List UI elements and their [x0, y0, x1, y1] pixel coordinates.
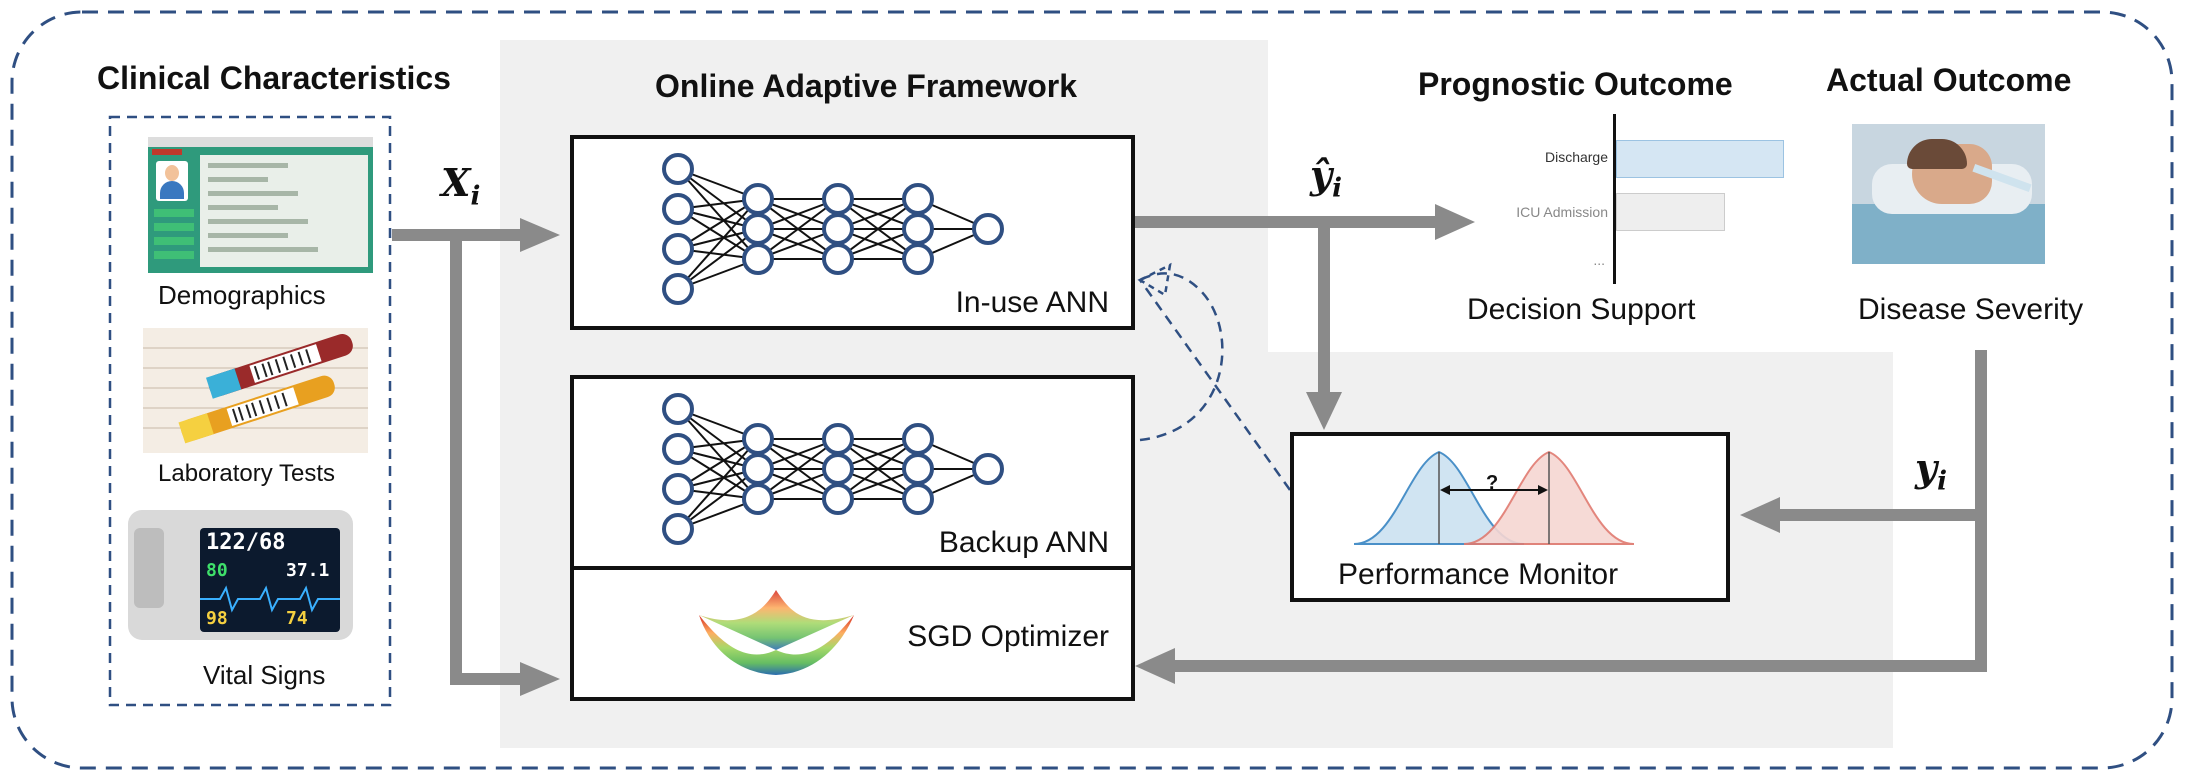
demographics-label: Demographics — [158, 280, 326, 310]
nn-node — [902, 453, 934, 485]
patient-form-icon — [148, 137, 373, 273]
input-variable-base: X — [441, 160, 471, 205]
nn-edge — [757, 198, 839, 260]
nn-edge — [677, 168, 759, 260]
decision-support-caption: Decision Support — [1467, 293, 1696, 326]
outer-dashed-border — [10, 10, 2174, 770]
nn-node — [742, 183, 774, 215]
icu-admission-label: ICU Admission — [1516, 204, 1608, 220]
nn-node — [662, 513, 694, 545]
framework-title: Online Adaptive Framework — [655, 68, 1078, 104]
discharge-label: Discharge — [1544, 149, 1608, 165]
nn-edge — [677, 408, 759, 470]
actual-outcome-subscript: i — [1937, 466, 1947, 497]
test-tube-icon — [143, 328, 368, 453]
nn-node — [662, 233, 694, 265]
patient-photo-icon — [1852, 124, 2045, 264]
nn-edge — [677, 468, 759, 530]
nn-node — [822, 423, 854, 455]
performance-monitor-box: ? Performance Monitor — [1290, 432, 1730, 602]
nn-node — [742, 213, 774, 245]
backup-ann-box: Backup ANN — [570, 375, 1135, 570]
nn-node — [742, 483, 774, 515]
actual-outcome-title: Actual Outcome — [1826, 62, 2072, 98]
nn-node — [822, 213, 854, 245]
discharge-bar — [1616, 140, 1784, 178]
nn-node — [662, 193, 694, 225]
nn-node — [902, 213, 934, 245]
clinical-characteristics-title: Clinical Characteristics — [97, 60, 451, 96]
prediction-arrow — [1135, 204, 1475, 430]
backup-ann-label: Backup ANN — [938, 526, 1109, 559]
nn-node — [662, 393, 694, 425]
predicted-outcome-yhat: ŷi — [1310, 152, 1342, 204]
nn-edge — [677, 198, 759, 290]
sgd-optimizer-label: SGD Optimizer — [907, 620, 1109, 653]
nn-node — [822, 483, 854, 515]
nn-node — [902, 243, 934, 275]
nn-node — [822, 183, 854, 215]
nn-node — [662, 273, 694, 305]
distribution-shift-icon — [1354, 450, 1634, 545]
performance-monitor-label: Performance Monitor — [1338, 558, 1619, 591]
nn-node — [972, 453, 1004, 485]
input-variable-x: Xi — [441, 160, 480, 212]
nn-node — [742, 423, 774, 455]
nn-node — [662, 433, 694, 465]
actual-outcome-base: y — [1915, 445, 1938, 490]
loss-surface-icon — [694, 585, 859, 680]
nn-node — [662, 473, 694, 505]
icu-admission-bar — [1616, 193, 1726, 231]
laboratory-tests-label: Laboratory Tests — [158, 460, 335, 487]
nn-edge — [677, 228, 759, 290]
inuse-ann-label: In-use ANN — [955, 286, 1109, 319]
inuse-ann-network-icon — [662, 153, 1004, 305]
distribution-gap-question: ? — [1486, 472, 1499, 494]
nn-edge — [677, 408, 759, 500]
prognostic-bar-chart: Discharge ICU Admission ... — [1480, 112, 1784, 287]
prognostic-outcome-title: Prognostic Outcome — [1418, 66, 1733, 102]
nn-node — [822, 243, 854, 275]
nn-node — [972, 213, 1004, 245]
nn-node — [662, 153, 694, 185]
nn-node — [902, 423, 934, 455]
nn-node — [742, 243, 774, 275]
disease-severity-caption: Disease Severity — [1858, 293, 2084, 326]
vital-signs-monitor-icon: 122/68 80 37.1 98 74 — [128, 510, 353, 640]
input-arrow — [392, 218, 560, 696]
nn-edge — [837, 198, 919, 260]
nn-edge — [677, 438, 759, 530]
actual-outcome-arrow — [1135, 350, 1987, 684]
backup-ann-network-icon — [662, 393, 1004, 545]
nn-edge — [677, 168, 759, 230]
nn-node — [742, 453, 774, 485]
predicted-outcome-subscript: i — [1332, 173, 1342, 204]
nn-edge — [757, 438, 839, 500]
actual-outcome-y: yi — [1915, 445, 1947, 497]
input-variable-subscript: i — [470, 181, 481, 212]
sgd-optimizer-box: SGD Optimizer — [570, 566, 1135, 701]
model-swap-dashed-arrows — [1137, 262, 1292, 491]
more-outcomes-ellipsis: ... — [1593, 252, 1605, 268]
vital-signs-label: Vital Signs — [203, 660, 326, 690]
nn-node — [822, 453, 854, 485]
nn-node — [902, 483, 934, 515]
predicted-outcome-base: ŷ — [1310, 152, 1333, 197]
nn-edge — [837, 438, 919, 500]
inputs-dashed-group — [108, 115, 392, 707]
inuse-ann-box: In-use ANN — [570, 135, 1135, 330]
nn-node — [902, 183, 934, 215]
